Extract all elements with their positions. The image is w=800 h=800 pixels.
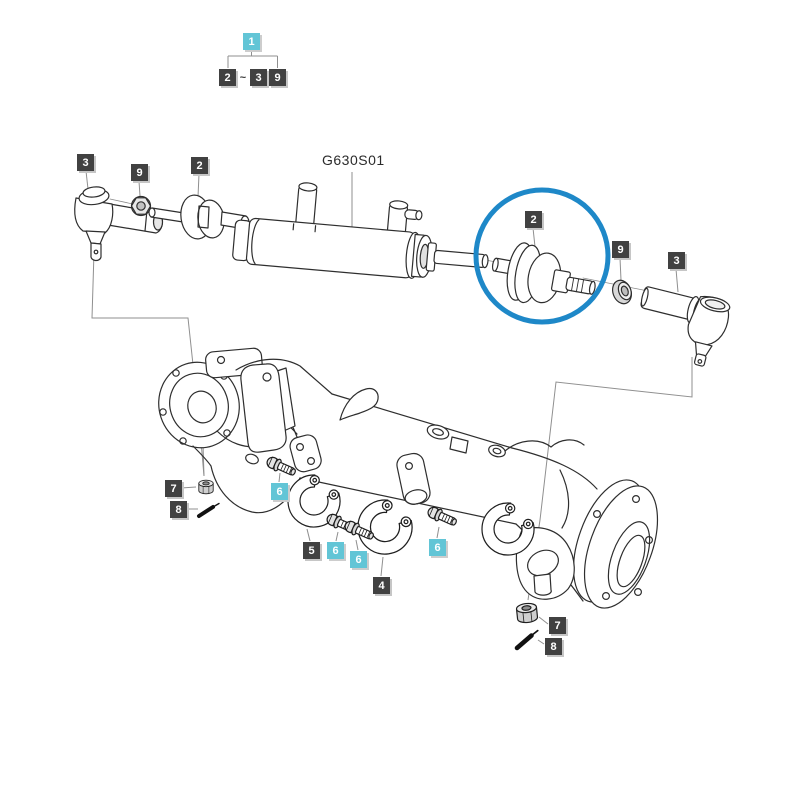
callout-7-right[interactable]: 7: [549, 617, 566, 634]
callout-4[interactable]: 4: [373, 577, 390, 594]
hardware-parts-drawing: [197, 454, 540, 648]
pin-drawing-right: [515, 631, 540, 648]
callout-2-circled[interactable]: 2: [525, 211, 542, 228]
callout-6-d[interactable]: 6: [429, 539, 446, 556]
nut-9-left-drawing: [130, 195, 152, 217]
bushing-2-drawing: [491, 242, 596, 304]
callout-6-a[interactable]: 6: [271, 483, 288, 500]
callout-2-left[interactable]: 2: [191, 157, 208, 174]
callout-7-left[interactable]: 7: [165, 480, 182, 497]
callout-3-range-end[interactable]: 3: [250, 69, 267, 86]
part-code-label: G630S01: [322, 152, 385, 168]
callout-range-tilde: ~: [239, 71, 247, 84]
front-axle-housing-drawing: [158, 347, 659, 609]
tie-rod-end-right-drawing: [640, 286, 731, 367]
nut-drawing-left: [198, 479, 214, 495]
nut-drawing-right: [515, 601, 539, 625]
callout-3-left[interactable]: 3: [77, 154, 94, 171]
tie-rod-end-left-drawing: [74, 186, 164, 262]
callout-9-top[interactable]: 9: [269, 69, 286, 86]
callout-6-c[interactable]: 6: [350, 551, 367, 568]
c-clamp-drawing-4: [355, 497, 415, 557]
callout-6-b[interactable]: 6: [327, 542, 344, 559]
callout-8-left[interactable]: 8: [170, 501, 187, 518]
callout-3-right[interactable]: 3: [668, 252, 685, 269]
callout-5[interactable]: 5: [303, 542, 320, 559]
callout-8-right[interactable]: 8: [545, 638, 562, 655]
steering-cylinder-assembly-drawing: [74, 182, 731, 367]
steering-cylinder-drawing: [232, 182, 489, 279]
callout-9-left[interactable]: 9: [131, 164, 148, 181]
callout-9-right[interactable]: 9: [612, 241, 629, 258]
callout-2-range-start[interactable]: 2: [219, 69, 236, 86]
highlight-circle: [473, 187, 611, 325]
nut-9-right-drawing: [611, 279, 633, 305]
pin-drawing-left: [197, 501, 221, 518]
callout-1-assembly[interactable]: 1: [243, 33, 260, 50]
